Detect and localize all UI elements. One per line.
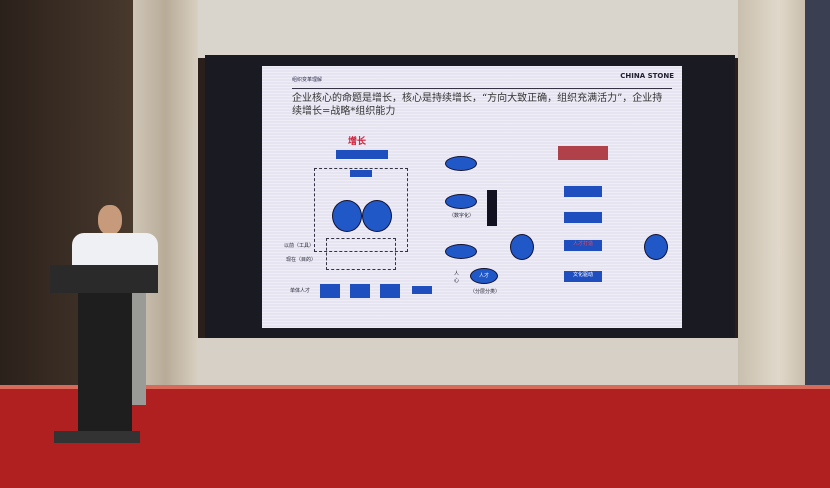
ellipse-node [445, 244, 477, 259]
wall-panels-bottom [198, 338, 738, 390]
digitization-label: （数字化） [449, 213, 475, 219]
layered-label: （分层分类） [470, 289, 501, 295]
diagram-box [564, 186, 602, 197]
podium-top [50, 265, 158, 293]
podium [50, 265, 160, 445]
wall-panels-top [198, 0, 738, 58]
diagram-box [350, 170, 372, 177]
circle-node [510, 234, 534, 260]
dashed-frame [314, 168, 408, 252]
label-individual: 单体人才 [290, 288, 311, 294]
circle-node [362, 200, 392, 232]
diagram-box [412, 286, 432, 294]
podium-column [78, 293, 132, 433]
presenter-head [98, 205, 122, 235]
diagram-box [564, 212, 602, 223]
stage-edge [0, 385, 830, 389]
label-before: 以前（工具） [284, 243, 315, 249]
headline: 企业核心的命题是增长，核心是持续增长，“方向大致正确，组织充满活力”，企业持续增… [292, 93, 663, 117]
people-heart-label: 人心 [454, 271, 460, 284]
diagram-box [320, 284, 340, 298]
presentation-slide: 组织变革理解 CHINA STONE 企业核心的命题是增长，核心是持续增长，“方… [262, 66, 682, 328]
section-label: 组织变革理解 [292, 77, 323, 83]
culture-drive-box: 文化驱动 [564, 271, 602, 282]
label-now: 现在（目的） [286, 257, 317, 263]
wall-right [805, 0, 830, 390]
talent-build-box: 人才打造 [564, 240, 602, 251]
header-rule [292, 88, 672, 89]
brand-logo: CHINA STONE [620, 72, 674, 80]
diagram-box [336, 150, 388, 159]
ellipse-node [445, 156, 477, 171]
ellipse-node [445, 194, 477, 209]
circle-node [332, 200, 362, 232]
circle-node [644, 234, 668, 260]
growth-label: 增长 [348, 137, 367, 147]
red-box [558, 146, 608, 160]
diagram-box [350, 284, 370, 298]
vertical-bar [487, 190, 497, 226]
podium-base [54, 431, 140, 443]
diagram-box [380, 284, 400, 298]
talent-node: 人才 [470, 268, 498, 284]
dashed-frame [326, 238, 396, 270]
